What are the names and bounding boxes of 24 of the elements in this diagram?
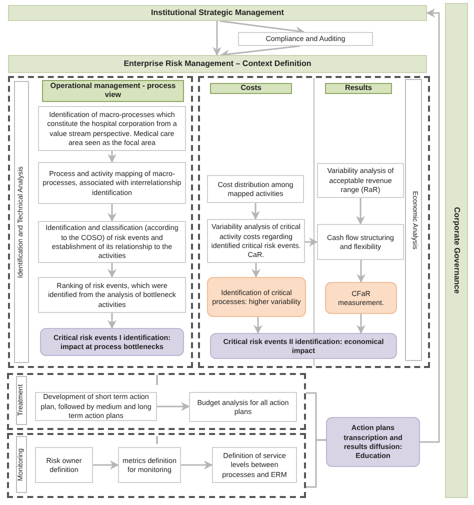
arrow bbox=[356, 314, 366, 334]
arrow bbox=[252, 263, 260, 278]
arrow bbox=[356, 198, 365, 225]
governance-band bbox=[445, 3, 468, 498]
vertical-label: Corporate Governance bbox=[452, 207, 462, 294]
arrow bbox=[108, 204, 116, 222]
arrow bbox=[251, 203, 260, 220]
arrow bbox=[254, 317, 262, 334]
arrow bbox=[420, 8, 440, 443]
arrow bbox=[108, 151, 116, 163]
arrow bbox=[108, 263, 116, 278]
arrow bbox=[305, 238, 318, 246]
arrow bbox=[181, 460, 213, 470]
arrow bbox=[108, 313, 116, 329]
arrow bbox=[93, 460, 119, 470]
stage-band: Institutional Strategic Management bbox=[8, 5, 427, 21]
arrow bbox=[212, 21, 222, 56]
dashed-group bbox=[7, 373, 306, 430]
dashed-group bbox=[8, 76, 193, 368]
dashed-group bbox=[198, 76, 430, 368]
dashed-group bbox=[7, 433, 306, 498]
arrow bbox=[356, 260, 366, 283]
stage-band: Enterprise Risk Management – Context Definition bbox=[8, 55, 427, 73]
arrow bbox=[157, 402, 190, 411]
